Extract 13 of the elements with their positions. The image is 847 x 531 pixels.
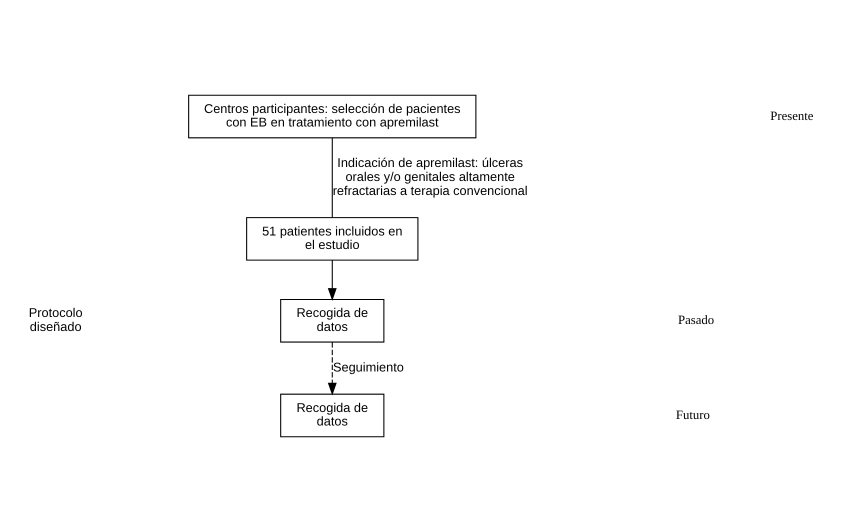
label: Pasado	[678, 312, 714, 327]
arrow	[328, 342, 337, 396]
label: Presente	[770, 108, 814, 122]
edge-label: Seguimiento	[333, 358, 404, 374]
node-box: Recogida de datos	[280, 298, 384, 342]
label: Protocolo diseñado	[28, 304, 83, 334]
edge-label: Indicación de apremilast: úlceras orales y/o genitales altamente refractarias a terapia convencional	[332, 154, 528, 198]
label: Futuro	[676, 407, 710, 422]
connector	[332, 138, 333, 217]
node-box: 51 patientes incluidos en el estudio	[246, 216, 418, 260]
arrow	[328, 260, 337, 300]
node-box: Recogida de datos	[280, 393, 384, 437]
node-box: Centros participantes: selección de pacientes con EB en tratamiento con apremilast	[188, 94, 476, 138]
